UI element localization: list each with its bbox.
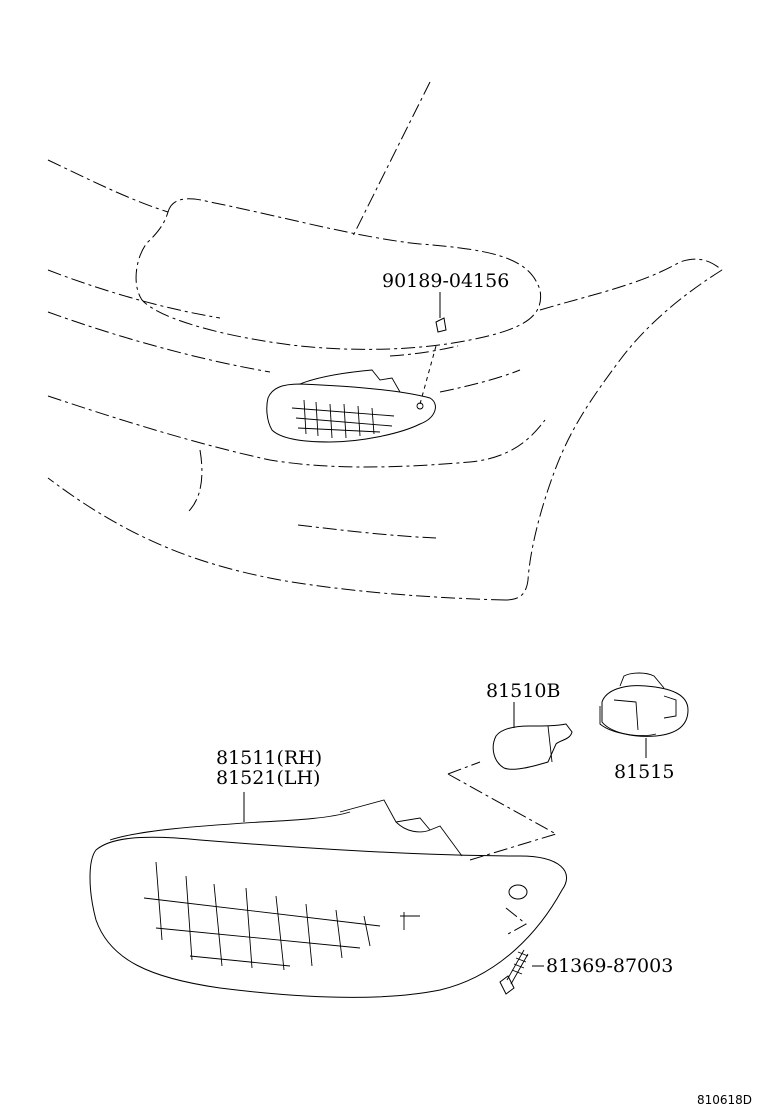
vehicle-front-outline: [47, 81, 723, 601]
socket: 81515: [599, 672, 689, 783]
socket-part-number: 81515: [614, 761, 674, 783]
clip-callout: 90189-04156: [382, 270, 509, 318]
screw: 81369-87003: [499, 949, 673, 995]
lamp-callout: 81511(RH) 81521(LH): [216, 747, 322, 822]
lamp-lh-part-number: 81521(LH): [216, 767, 320, 789]
bulb-part-number: 81510B: [486, 680, 560, 702]
lamp-rh-part-number: 81511(RH): [216, 747, 322, 769]
bumper-lamp-small: [266, 317, 447, 443]
lamp-assembly: [89, 761, 567, 998]
screw-part-number: 81369-87003: [546, 955, 673, 977]
clip-part-number: 90189-04156: [382, 270, 509, 292]
diagram-id: 810618D: [697, 1093, 752, 1107]
bulb: 81510B: [486, 680, 573, 770]
